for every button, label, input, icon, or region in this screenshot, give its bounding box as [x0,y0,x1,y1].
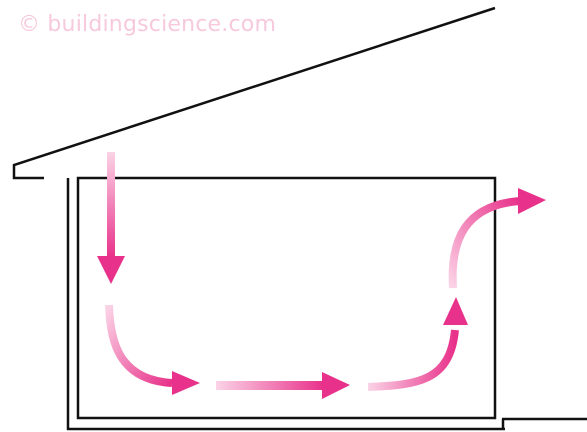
corner-curve-arrow [105,304,200,395]
rising-curve-arrow [367,297,468,391]
downward-entry-arrow [97,152,125,284]
watermark-copyright: © buildingscience.com [18,12,277,37]
roof-line [12,6,496,180]
room-outline [76,176,497,420]
exit-arrow [448,188,546,289]
floor-level-arrow [216,372,350,399]
